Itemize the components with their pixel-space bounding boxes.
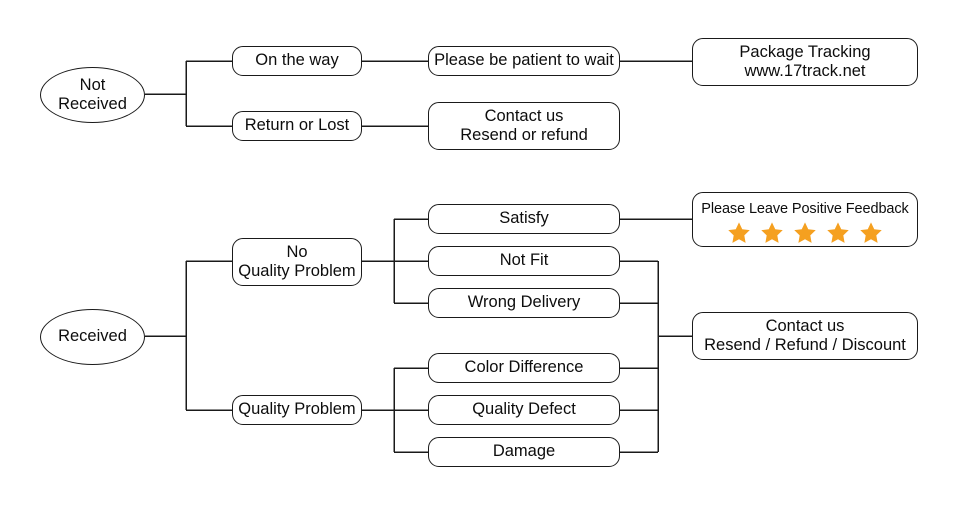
node-color-difference-label: Color Difference: [464, 358, 584, 377]
node-contact-us-line1: Contact us: [484, 106, 564, 125]
star-icon[interactable]: [825, 220, 851, 246]
node-not-received-line1: Not: [79, 75, 106, 94]
node-contact-us-line2: Resend or refund: [460, 126, 588, 144]
node-package-tracking[interactable]: Package Tracking www.17track.net: [692, 38, 918, 86]
node-no-quality-problem[interactable]: No Quality Problem: [232, 238, 362, 286]
node-received-label: Received: [58, 327, 127, 346]
node-contact-us-resolution-line1: Contact us: [765, 316, 845, 335]
node-quality-problem[interactable]: Quality Problem: [232, 395, 362, 425]
node-please-be-patient[interactable]: Please be patient to wait: [428, 46, 620, 76]
node-return-or-lost[interactable]: Return or Lost: [232, 111, 362, 141]
node-on-the-way[interactable]: On the way: [232, 46, 362, 76]
node-damage[interactable]: Damage: [428, 437, 620, 467]
node-satisfy-label: Satisfy: [499, 209, 549, 228]
star-icon[interactable]: [858, 220, 884, 246]
node-quality-problem-label: Quality Problem: [238, 400, 356, 419]
node-on-the-way-label: On the way: [255, 51, 339, 70]
node-no-quality-problem-line1: No: [286, 242, 308, 261]
node-not-received[interactable]: Not Received: [40, 67, 145, 123]
node-positive-feedback[interactable]: Please Leave Positive Feedback: [692, 192, 918, 247]
star-rating[interactable]: [726, 220, 884, 246]
node-not-received-line2: Received: [58, 95, 127, 113]
node-quality-defect-label: Quality Defect: [472, 400, 576, 419]
node-wrong-delivery-label: Wrong Delivery: [467, 293, 581, 312]
node-not-fit-label: Not Fit: [499, 251, 549, 270]
node-satisfy[interactable]: Satisfy: [428, 204, 620, 234]
node-contact-us-resolution-line2: Resend / Refund / Discount: [704, 336, 906, 354]
star-icon[interactable]: [759, 220, 785, 246]
node-please-be-patient-label: Please be patient to wait: [434, 51, 614, 70]
node-package-tracking-url: www.17track.net: [744, 62, 866, 80]
node-quality-defect[interactable]: Quality Defect: [428, 395, 620, 425]
node-wrong-delivery[interactable]: Wrong Delivery: [428, 288, 620, 318]
node-contact-us-resend-refund[interactable]: Contact us Resend or refund: [428, 102, 620, 150]
node-no-quality-problem-line2: Quality Problem: [238, 262, 356, 280]
star-icon[interactable]: [726, 220, 752, 246]
positive-feedback-title: Please Leave Positive Feedback: [701, 201, 909, 217]
node-return-or-lost-label: Return or Lost: [244, 116, 350, 135]
node-received[interactable]: Received: [40, 309, 145, 365]
node-color-difference[interactable]: Color Difference: [428, 353, 620, 383]
node-package-tracking-line1: Package Tracking: [739, 42, 871, 61]
star-icon[interactable]: [792, 220, 818, 246]
node-not-fit[interactable]: Not Fit: [428, 246, 620, 276]
node-damage-label: Damage: [492, 442, 556, 461]
node-contact-us-resolution[interactable]: Contact us Resend / Refund / Discount: [692, 312, 918, 360]
